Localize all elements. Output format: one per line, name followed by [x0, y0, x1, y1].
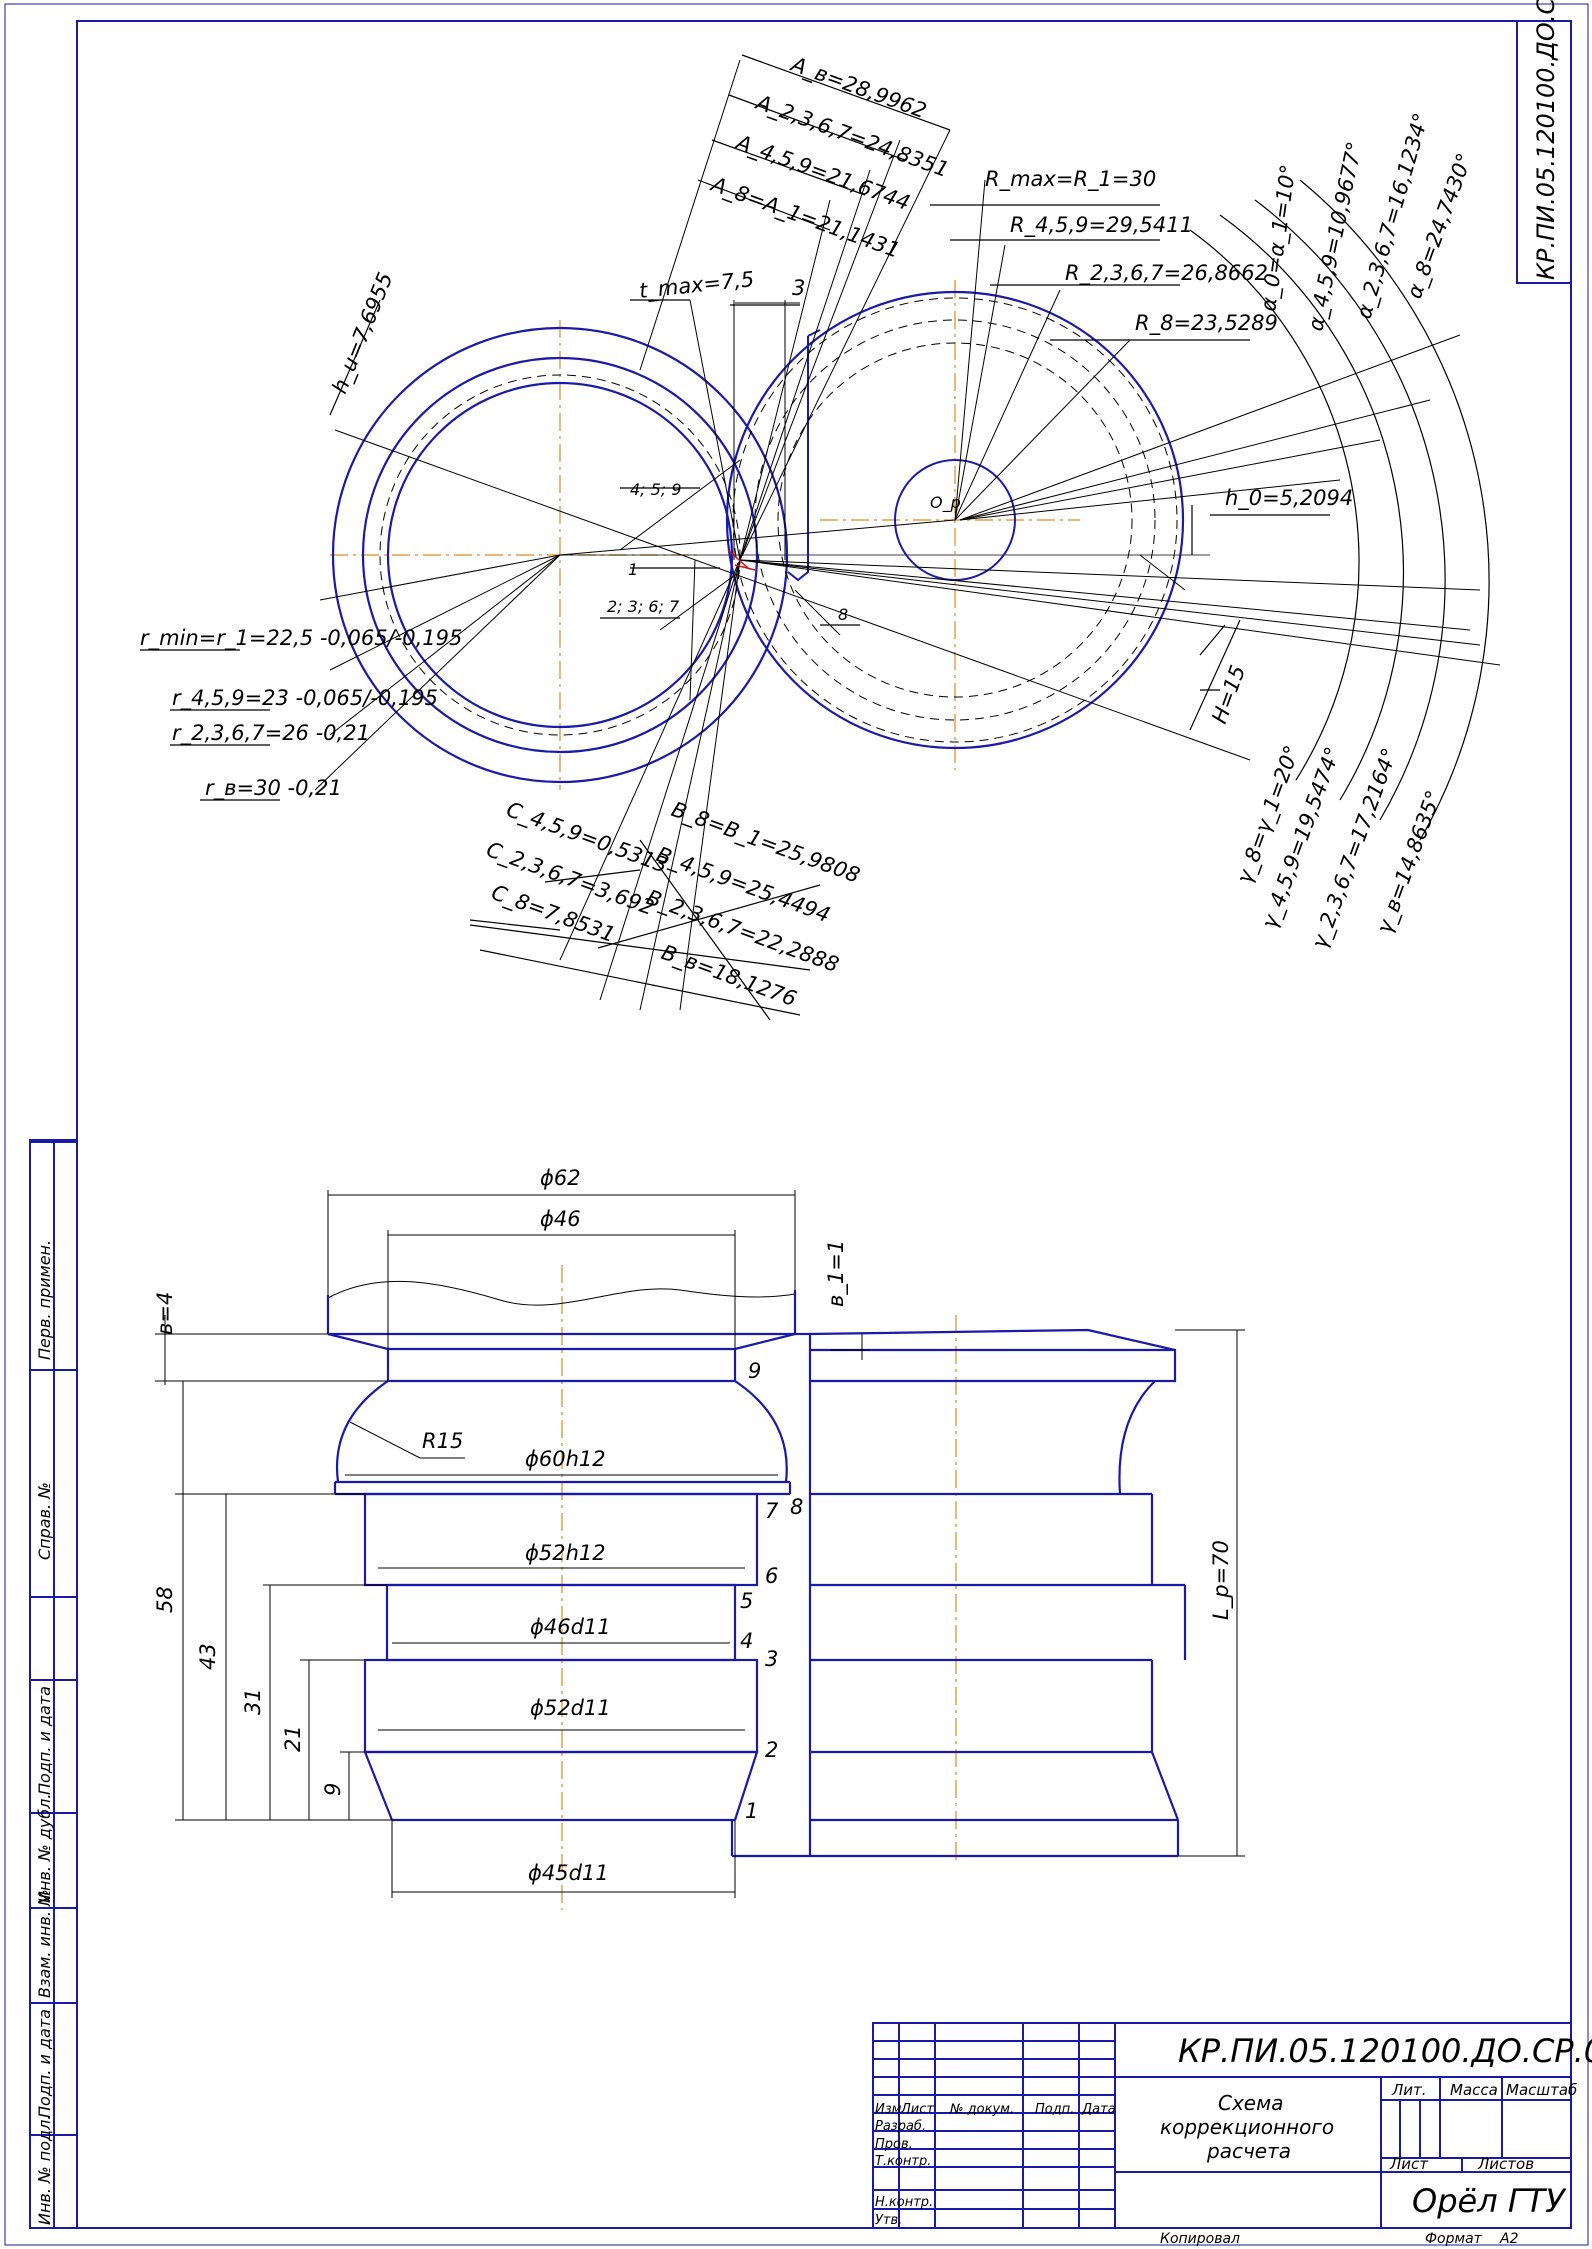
- left-strip-labels: Перв. примен. Справ. № Подп. и дата Инв.…: [35, 1240, 54, 2225]
- point-7: 7: [765, 1499, 779, 1523]
- title-line-2: коррекционного: [1160, 2115, 1334, 2139]
- dim-b1: в_1=1: [824, 1240, 849, 1307]
- dim-h31: 31: [241, 1688, 265, 1715]
- label-lit: Лит.: [1391, 2081, 1427, 2099]
- dim-r-459: r_4,5,9=23 -0,065/-0,195: [172, 686, 438, 711]
- dim-Lp: L_p=70: [1209, 1540, 1234, 1620]
- role-tkontr: Т.контр.: [875, 2154, 931, 2169]
- vertical-doc-code: КР.ПИ.05.120100.ДО.СР.001: [1532, 0, 1560, 280]
- dim-d45: ϕ45d11: [528, 1861, 609, 1885]
- dim-a-0: α_0=α_1=10°: [1256, 163, 1301, 313]
- dim-r-2367: r_2,3,6,7=26 -0,21: [172, 721, 370, 746]
- point-4: 4: [740, 1629, 753, 1653]
- strip-label-podl: Инв. № подл.: [35, 2115, 54, 2225]
- role-nkontr: Н.контр.: [875, 2195, 933, 2210]
- label-copied: Копировал: [1160, 2231, 1240, 2247]
- dim-t-max: t_max=7,5: [638, 267, 755, 304]
- role-prov: Пров.: [875, 2137, 913, 2152]
- dim-R-8: R_8=23,5289: [1135, 311, 1278, 336]
- dim-d62: ϕ62: [540, 1166, 581, 1190]
- dim-three: 3: [792, 276, 805, 300]
- left-strip-lower: [29, 1679, 78, 2229]
- head-podp: Подп.: [1035, 2102, 1074, 2117]
- dim-d46: ϕ46: [540, 1207, 581, 1231]
- label-format-value: А2: [1499, 2231, 1519, 2247]
- title-block-text: КР.ПИ.05.120100.ДО.СР.001 Схема коррекци…: [875, 2032, 1592, 2247]
- org-name: Орёл ГТУ: [1412, 2182, 1567, 2220]
- strip-label-vzam: Взам. инв. №: [35, 1889, 54, 1998]
- role-utv: Утв.: [875, 2213, 902, 2228]
- left-strip-upper: [29, 1141, 78, 1598]
- strip-label-perv: Перв. примен.: [35, 1240, 54, 1360]
- point-8: 8: [790, 1495, 803, 1519]
- title-line-1: Схема: [1218, 2091, 1283, 2115]
- dim-g-b: γ_в=14,8635°: [1372, 787, 1447, 937]
- role-razrab: Разраб.: [875, 2119, 926, 2134]
- label-format: Формат: [1425, 2231, 1483, 2247]
- dim-b4: в=4: [153, 1292, 177, 1335]
- dim-d52d: ϕ52d11: [530, 1696, 611, 1720]
- point-5: 5: [740, 1589, 753, 1613]
- label-2367: 2; 3; 6; 7: [607, 597, 680, 616]
- dim-H: H=15: [1207, 662, 1250, 727]
- strip-label-podp2: Подп. и дата: [35, 2009, 54, 2118]
- head-list: Лист: [900, 2102, 934, 2117]
- title-code: КР.ПИ.05.120100.ДО.СР.001: [1178, 2032, 1592, 2070]
- dim-r-b: r_в=30 -0,21: [205, 776, 342, 801]
- strip-label-dubl: Инв. № дубл.: [35, 1794, 54, 1903]
- dim-h-u: h_u=7,6955: [327, 269, 398, 397]
- dim-R-459: R_4,5,9=29,5411: [1010, 213, 1193, 238]
- dim-r-min: r_min=r_1=22,5 -0,065/-0,195: [140, 626, 462, 651]
- label-Op: O_p: [930, 493, 961, 513]
- dim-d60: ϕ60h12: [525, 1447, 606, 1471]
- point-1: 1: [745, 1799, 758, 1823]
- top-view: A_в=28,9962 A_2,3,6,7=24,8351 A_4,5,9=21…: [140, 51, 1501, 1021]
- dim-R15: R15: [422, 1429, 463, 1453]
- point-3: 3: [765, 1647, 778, 1671]
- point-2: 2: [765, 1738, 778, 1762]
- label-scale: Масштаб: [1506, 2081, 1577, 2099]
- drawing-frame: КР.ПИ.05.120100.ДО.СР.001: [4, 0, 1589, 2246]
- label-sheet: Лист: [1389, 2155, 1429, 2173]
- label-sheets: Листов: [1477, 2155, 1534, 2173]
- label-8: 8: [838, 605, 848, 624]
- dim-h43: 43: [196, 1643, 220, 1670]
- dim-R-2367: R_2,3,6,7=26,8662: [1065, 261, 1268, 286]
- bottom-view: ϕ62 ϕ46 в=4 в_1=1 R15 ϕ60h12 ϕ52h12 ϕ46d…: [153, 1166, 1245, 1910]
- label-459: 4; 5; 9: [630, 480, 682, 499]
- dim-d52h: ϕ52h12: [525, 1541, 606, 1565]
- head-data: Дата: [1081, 2102, 1116, 2117]
- dim-h58: 58: [153, 1586, 177, 1613]
- head-dokum: № докум.: [949, 2102, 1014, 2117]
- title-block: [872, 2022, 1572, 2229]
- dim-R-max: R_max=R_1=30: [985, 167, 1156, 192]
- label-mass: Масса: [1450, 2081, 1498, 2099]
- dim-h21: 21: [281, 1725, 305, 1752]
- dim-d46d: ϕ46d11: [530, 1615, 611, 1639]
- dim-h-0: h_0=5,2094: [1225, 486, 1353, 511]
- point-6: 6: [765, 1564, 778, 1588]
- head-izm: Изм: [875, 2102, 902, 2117]
- label-1: 1: [628, 560, 638, 579]
- point-9: 9: [748, 1359, 761, 1383]
- dim-h9: 9: [321, 1783, 345, 1796]
- strip-label-podp1: Подп. и дата: [35, 1686, 54, 1795]
- strip-label-sprav: Справ. №: [35, 1482, 54, 1560]
- title-line-3: расчета: [1206, 2139, 1291, 2163]
